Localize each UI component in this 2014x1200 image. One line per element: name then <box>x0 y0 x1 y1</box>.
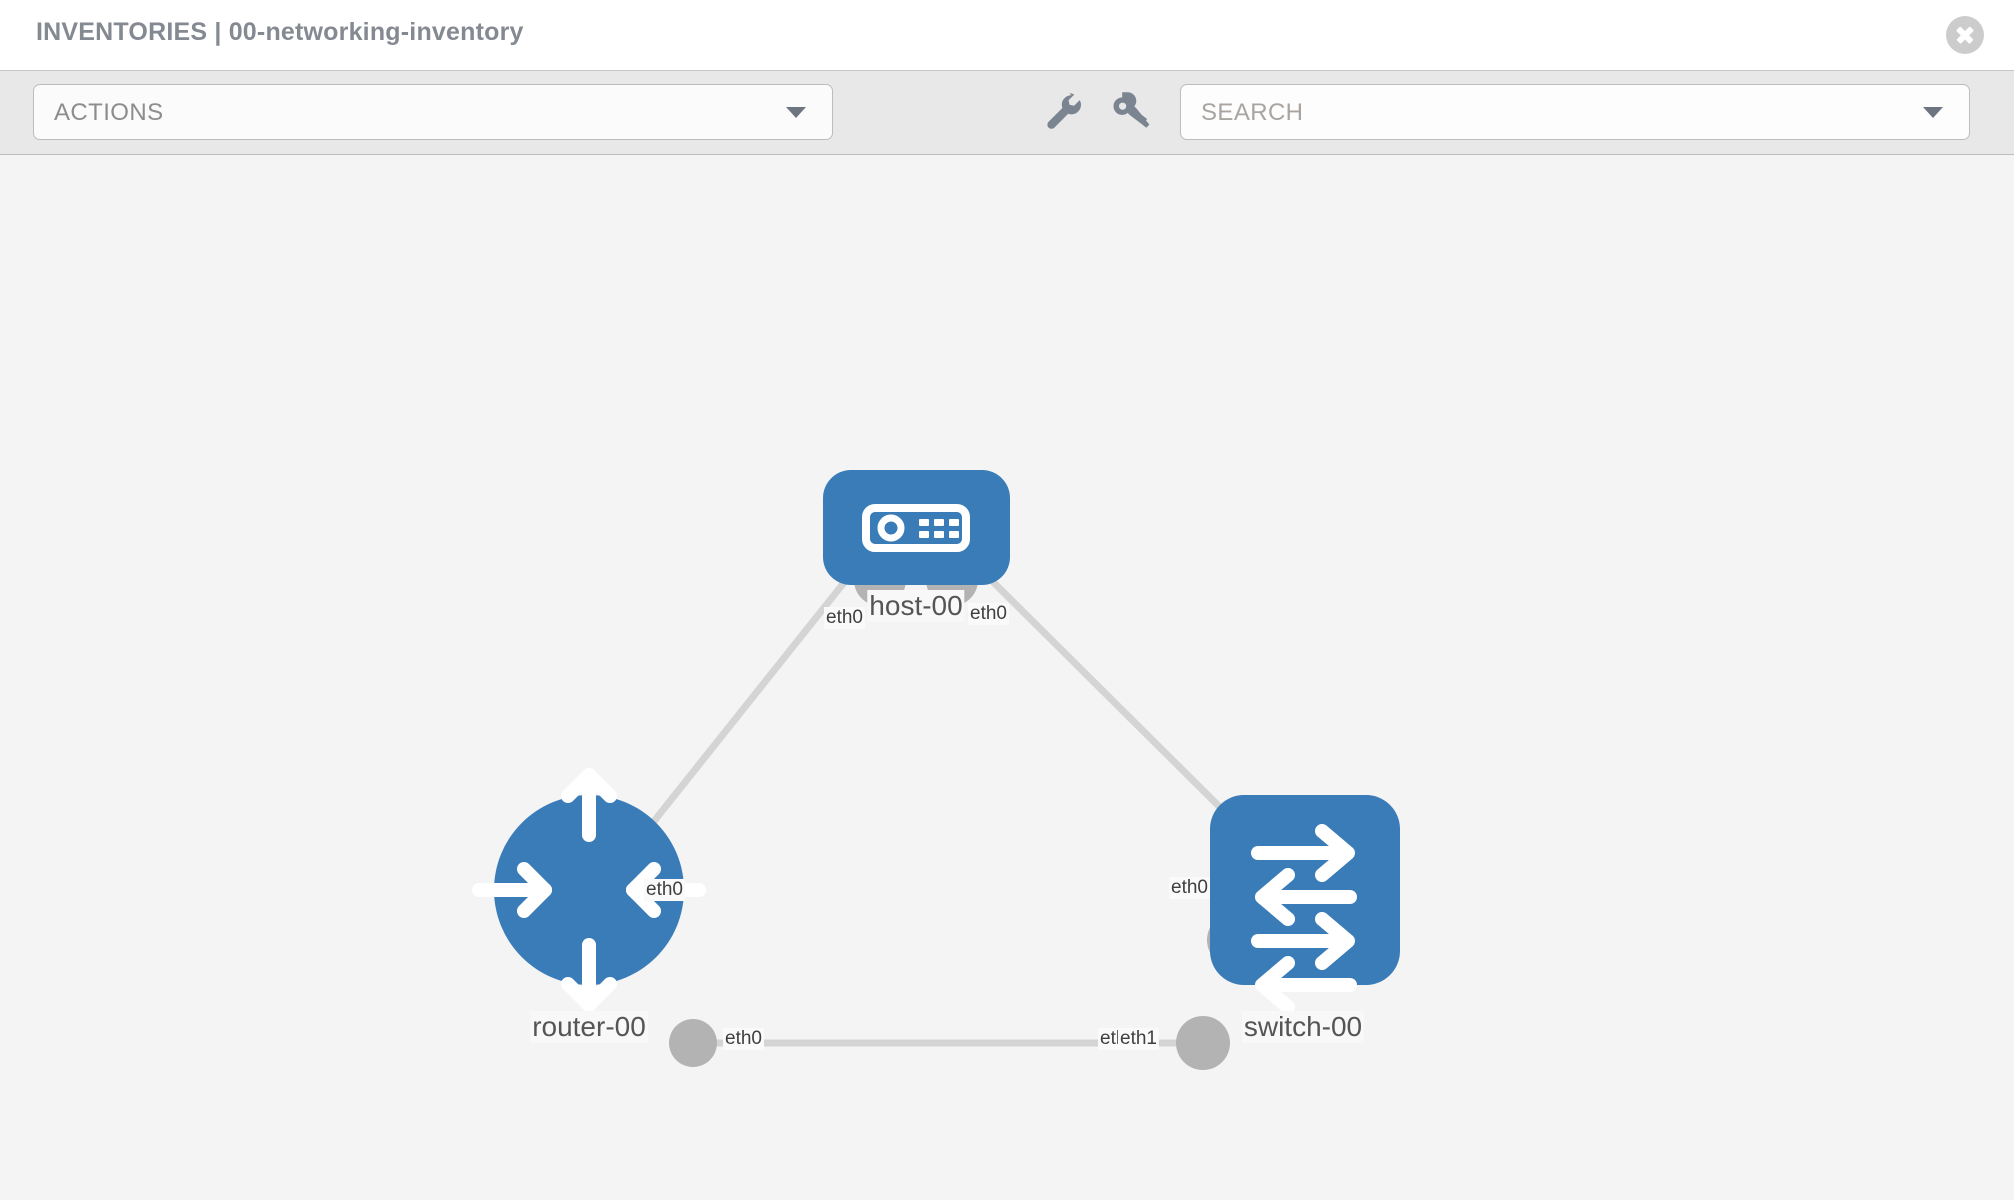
link-layer <box>624 552 1261 1047</box>
chevron-down-icon <box>786 107 806 118</box>
close-icon[interactable] <box>1946 16 1984 54</box>
node-label-switch-00: switch-00 <box>1241 1011 1365 1043</box>
toolbar: ACTIONS SEARCH <box>0 70 2014 155</box>
router-arrows-icon <box>472 768 706 1012</box>
switch-arrows-icon <box>1251 824 1357 1014</box>
page-header: INVENTORIES | 00-networking-inventory <box>0 0 2014 70</box>
search-input[interactable]: SEARCH <box>1180 84 1970 140</box>
search-placeholder: SEARCH <box>1201 99 1304 126</box>
port-label-switch00-uplink: eth0 <box>1169 877 1210 899</box>
link-host00-switch00[interactable] <box>963 552 1261 848</box>
port-label-router00-uplink: eth0 <box>644 879 685 901</box>
node-router-00[interactable] <box>472 768 706 1012</box>
node-label-router-00: router-00 <box>530 1011 648 1043</box>
topology-graph <box>472 470 1400 1070</box>
key-icon[interactable] <box>1110 91 1152 133</box>
port-label-host00-right: eth0 <box>968 603 1009 625</box>
port-label-switch00-eth1: eth1 <box>1118 1028 1159 1050</box>
chevron-down-icon <box>1923 107 1943 118</box>
node-label-host-00: host-00 <box>867 590 965 622</box>
actions-dropdown-label: ACTIONS <box>54 99 164 126</box>
wrench-icon[interactable] <box>1042 91 1084 133</box>
port-label-router00-eth0: eth0 <box>723 1028 764 1050</box>
port-switch00-eth1[interactable] <box>1176 1016 1230 1070</box>
actions-dropdown[interactable]: ACTIONS <box>33 84 833 140</box>
port-router00-eth0[interactable] <box>669 1019 717 1067</box>
port-label-host00-left: eth0 <box>824 607 865 629</box>
node-host-00[interactable] <box>823 470 1010 585</box>
server-icon <box>862 504 970 552</box>
port-layer <box>669 554 1261 1070</box>
topology-canvas[interactable]: host-00 router-00 switch-00 eth0 eth0 et… <box>0 155 2014 1200</box>
node-switch-00[interactable] <box>1210 795 1400 1014</box>
page-title: INVENTORIES | 00-networking-inventory <box>36 18 524 46</box>
link-host00-router00[interactable] <box>624 552 869 858</box>
